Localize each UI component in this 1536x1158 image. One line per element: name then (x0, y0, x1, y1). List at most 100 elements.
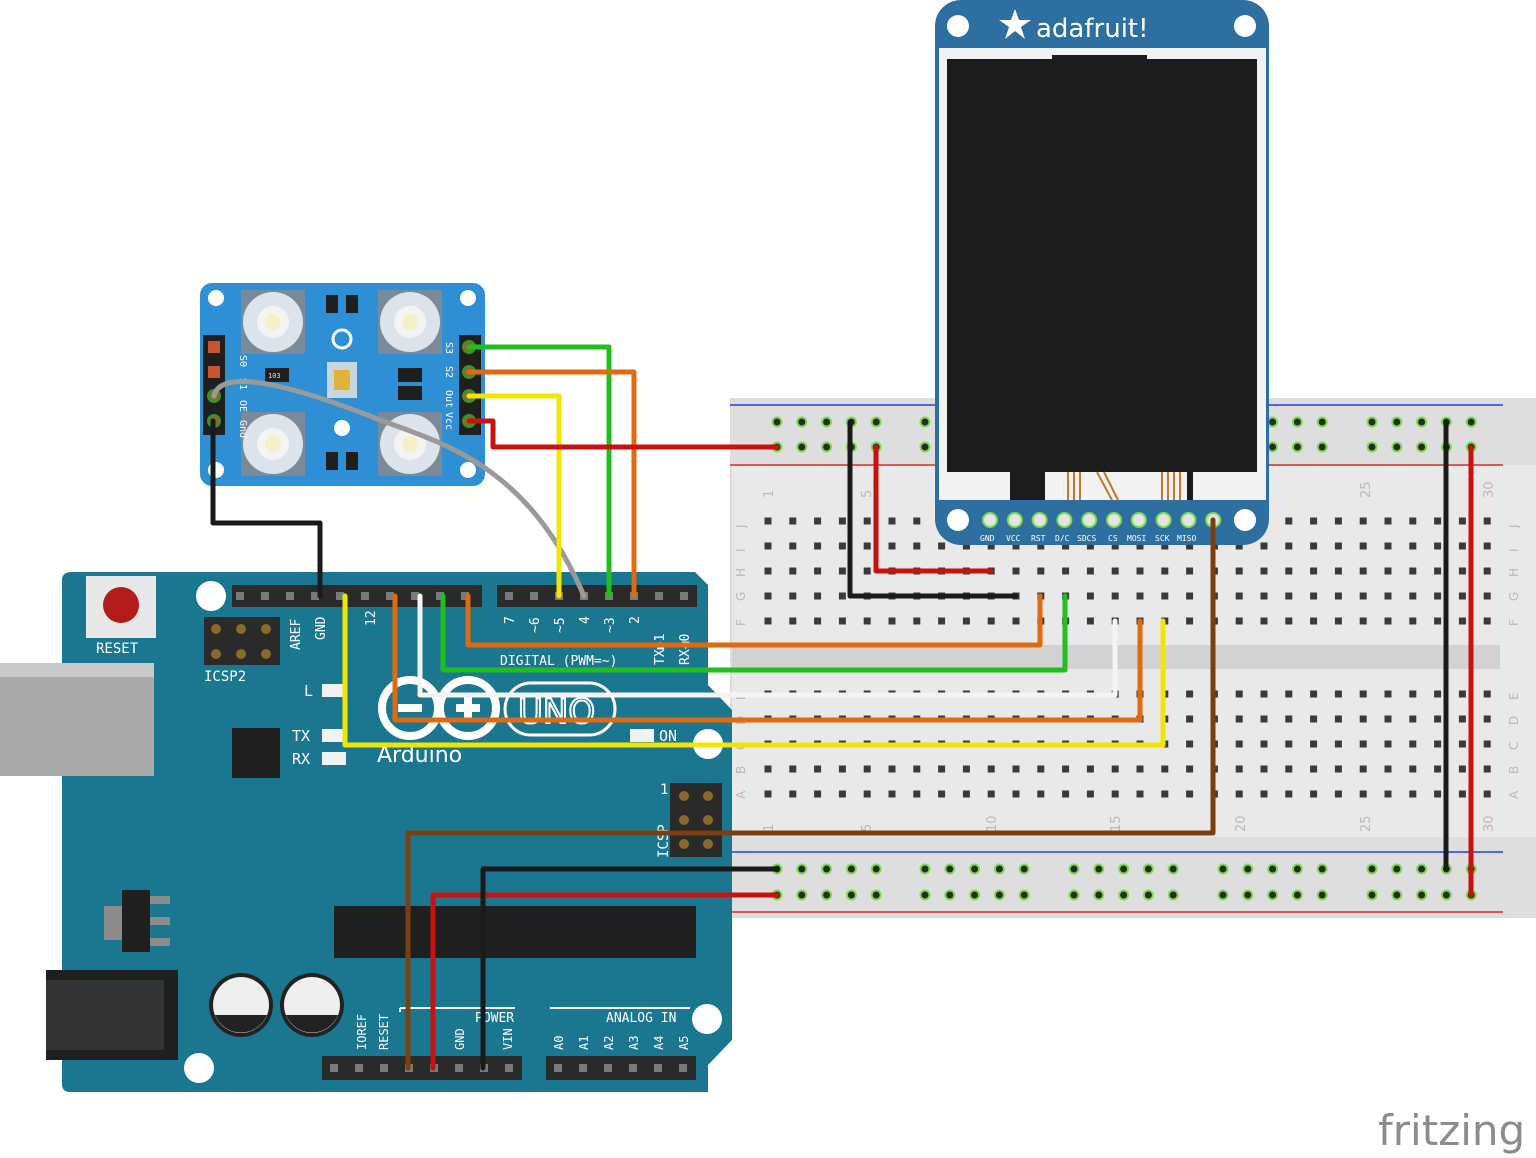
breadboard-hole[interactable] (1235, 715, 1243, 723)
breadboard-hole[interactable] (1409, 690, 1417, 698)
breadboard-hole[interactable] (888, 517, 896, 525)
breadboard-hole[interactable] (913, 517, 921, 525)
rail-hole[interactable] (870, 889, 882, 901)
header-pin[interactable] (330, 1064, 338, 1072)
breadboard-hole[interactable] (1111, 592, 1119, 600)
breadboard-hole[interactable] (1037, 542, 1045, 550)
rail-hole[interactable] (1291, 416, 1303, 428)
breadboard-hole[interactable] (1260, 690, 1268, 698)
rail-hole[interactable] (1391, 889, 1403, 901)
breadboard-hole[interactable] (1483, 765, 1491, 773)
wire-white-to-display[interactable] (417, 593, 1118, 698)
breadboard-hole[interactable] (1062, 765, 1070, 773)
rail-hole[interactable] (1093, 863, 1105, 875)
rail-hole[interactable] (969, 863, 981, 875)
wire-sensor-vcc[interactable] (466, 418, 780, 450)
breadboard-hole[interactable] (987, 542, 995, 550)
breadboard-hole[interactable] (1434, 567, 1442, 575)
breadboard-hole[interactable] (1111, 790, 1119, 798)
breadboard-hole[interactable] (1409, 542, 1417, 550)
breadboard-hole[interactable] (1409, 617, 1417, 625)
breadboard-hole[interactable] (962, 542, 970, 550)
breadboard-hole[interactable] (1285, 592, 1293, 600)
breadboard-hole[interactable] (1483, 740, 1491, 748)
breadboard-hole[interactable] (814, 592, 822, 600)
breadboard-hole[interactable] (913, 790, 921, 798)
breadboard-hole[interactable] (1458, 690, 1466, 698)
rail-hole[interactable] (944, 889, 956, 901)
breadboard-hole[interactable] (1161, 542, 1169, 550)
breadboard-hole[interactable] (1384, 690, 1392, 698)
display-pin[interactable] (1106, 512, 1122, 528)
breadboard-hole[interactable] (1235, 765, 1243, 773)
breadboard-hole[interactable] (1285, 617, 1293, 625)
rail-hole[interactable] (944, 863, 956, 875)
rail-hole[interactable] (1416, 441, 1428, 453)
header-pin[interactable] (361, 592, 369, 600)
header-pin[interactable] (679, 1064, 687, 1072)
breadboard-hole[interactable] (1458, 542, 1466, 550)
breadboard-hole[interactable] (1483, 567, 1491, 575)
rail-hole[interactable] (1366, 889, 1378, 901)
breadboard-hole[interactable] (1310, 567, 1318, 575)
breadboard-hole[interactable] (1359, 617, 1367, 625)
breadboard-hole[interactable] (1458, 517, 1466, 525)
header-pin[interactable] (411, 592, 419, 600)
breadboard-hole[interactable] (1037, 765, 1045, 773)
rail-hole[interactable] (919, 441, 931, 453)
breadboard-hole[interactable] (1260, 592, 1268, 600)
breadboard-hole[interactable] (1037, 790, 1045, 798)
breadboard-hole[interactable] (1310, 542, 1318, 550)
breadboard-hole[interactable] (1359, 592, 1367, 600)
rail-hole[interactable] (1068, 863, 1080, 875)
breadboard-hole[interactable] (1384, 790, 1392, 798)
breadboard-hole[interactable] (814, 790, 822, 798)
breadboard-hole[interactable] (1384, 765, 1392, 773)
breadboard-hole[interactable] (1186, 790, 1194, 798)
breadboard-hole[interactable] (1186, 617, 1194, 625)
breadboard-hole[interactable] (1434, 690, 1442, 698)
rail-hole[interactable] (969, 889, 981, 901)
breadboard-hole[interactable] (1384, 567, 1392, 575)
rail-hole[interactable] (1118, 863, 1130, 875)
breadboard-hole[interactable] (1285, 790, 1293, 798)
breadboard-hole[interactable] (814, 617, 822, 625)
breadboard-hole[interactable] (1458, 567, 1466, 575)
breadboard-hole[interactable] (1334, 517, 1342, 525)
breadboard-hole[interactable] (838, 517, 846, 525)
rail-hole[interactable] (1142, 889, 1154, 901)
wire-sensor-s3[interactable] (466, 344, 612, 599)
breadboard-hole[interactable] (1260, 542, 1268, 550)
breadboard-hole[interactable] (1359, 715, 1367, 723)
breadboard-hole[interactable] (1285, 690, 1293, 698)
breadboard-hole[interactable] (1136, 765, 1144, 773)
rail-hole[interactable] (796, 416, 808, 428)
header-pin[interactable] (505, 592, 513, 600)
rail-hole[interactable] (919, 863, 931, 875)
breadboard-hole[interactable] (838, 567, 846, 575)
breadboard-hole[interactable] (1334, 567, 1342, 575)
rail-hole[interactable] (821, 441, 833, 453)
wire-sensor-gnd[interactable] (210, 418, 323, 599)
breadboard-hole[interactable] (1458, 765, 1466, 773)
breadboard-hole[interactable] (987, 765, 995, 773)
breadboard-hole[interactable] (789, 542, 797, 550)
wire-bb-vcc[interactable] (873, 444, 994, 574)
breadboard-hole[interactable] (1384, 715, 1392, 723)
breadboard-hole[interactable] (1409, 715, 1417, 723)
display-pin[interactable] (1180, 512, 1197, 528)
rail-hole[interactable] (1142, 863, 1154, 875)
breadboard-hole[interactable] (938, 790, 946, 798)
breadboard-hole[interactable] (1359, 740, 1367, 748)
breadboard-hole[interactable] (764, 790, 772, 798)
breadboard-hole[interactable] (789, 567, 797, 575)
rail-hole[interactable] (1440, 889, 1452, 901)
breadboard-hole[interactable] (1186, 690, 1194, 698)
rail-hole[interactable] (919, 416, 931, 428)
breadboard-hole[interactable] (814, 765, 822, 773)
header-pin[interactable] (461, 592, 469, 600)
breadboard-hole[interactable] (789, 765, 797, 773)
rail-hole[interactable] (919, 889, 931, 901)
rail-hole[interactable] (1018, 889, 1030, 901)
breadboard-hole[interactable] (1409, 790, 1417, 798)
